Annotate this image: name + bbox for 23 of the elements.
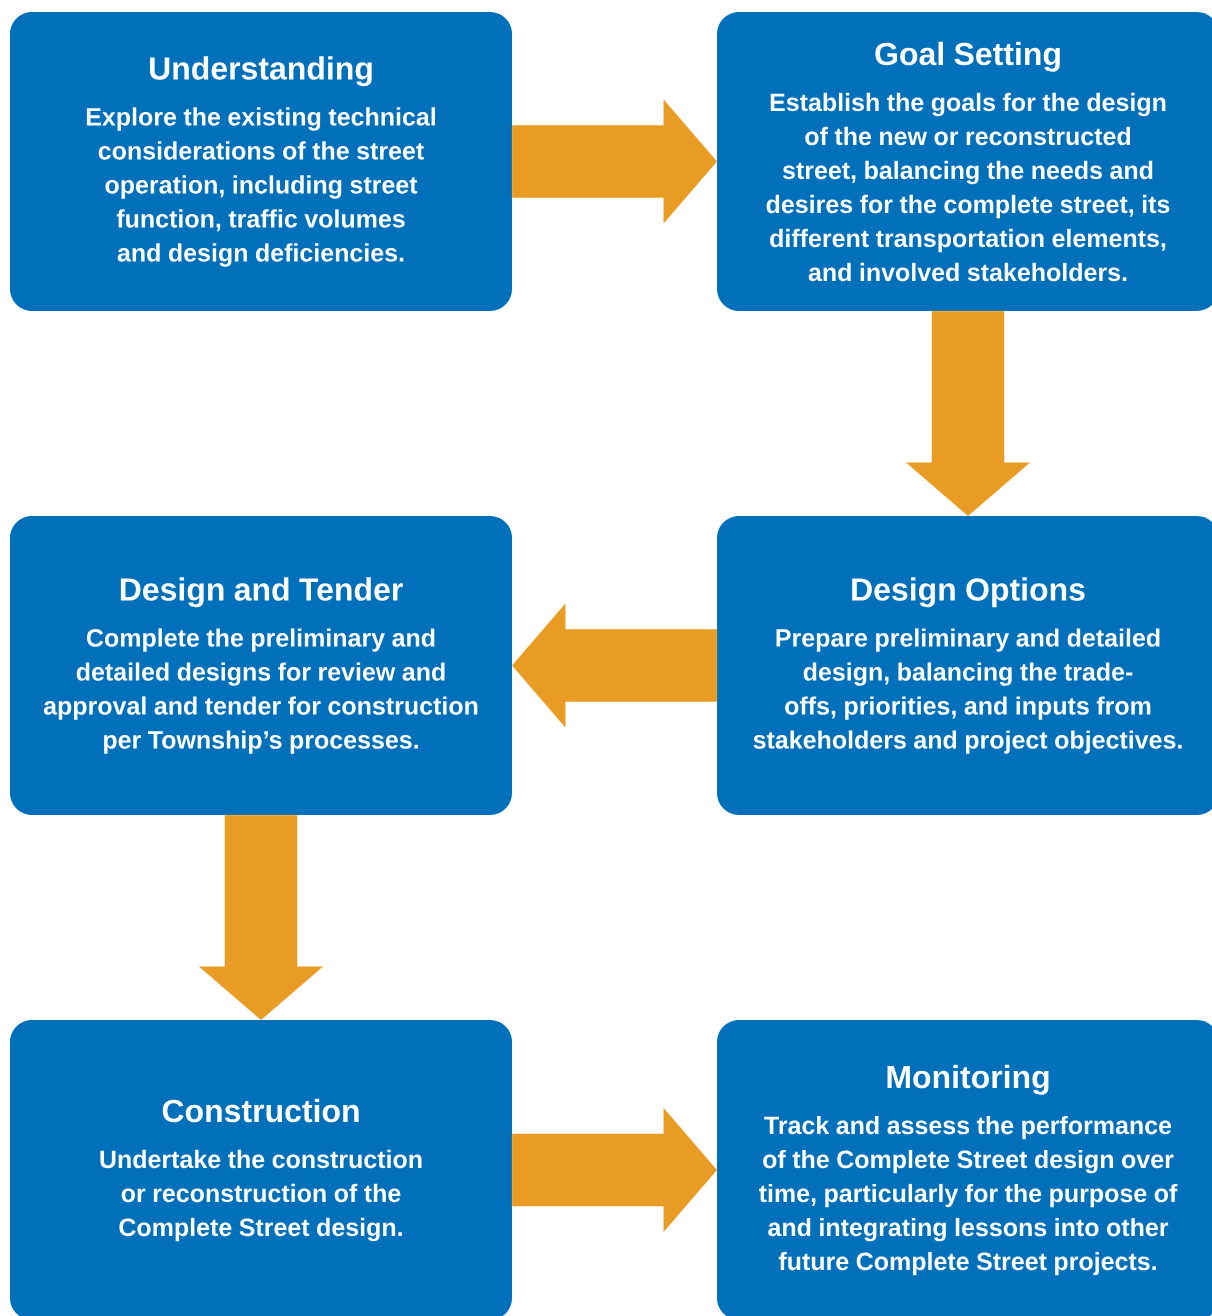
process-box	[717, 1020, 1212, 1316]
process-box	[717, 516, 1212, 815]
step-title: Construction	[162, 1098, 359, 1123]
process-box	[10, 1020, 512, 1316]
step-title: Design and Tender	[120, 577, 403, 608]
step-description: Explore the existing technical considerations of the street operation, including street function, traffic volumes and design deficiencies.	[86, 107, 435, 267]
block-arrow	[199, 814, 323, 1021]
step-title: Goal Setting	[875, 41, 1060, 72]
step-description: Complete the preliminary and detailed designs for review and approval and tender for construction per Township’s processes.	[43, 628, 478, 754]
block-arrow	[511, 1108, 718, 1232]
process-box	[10, 12, 512, 311]
process-box	[10, 516, 512, 815]
block-arrow	[511, 99, 718, 224]
step-description: Undertake the construction or reconstruction of the Complete Street design.	[100, 1149, 422, 1242]
step-description: Establish the goals for the design of the new or reconstructed street, balancing the needs and desires for the complete street, its different transportation elements, and involved stakeholders.	[766, 92, 1170, 282]
block-arrow	[906, 310, 1030, 517]
process-box	[717, 12, 1212, 311]
step-title: Design Options	[852, 577, 1085, 608]
block-arrow	[511, 603, 718, 728]
step-title: Monitoring	[887, 1064, 1049, 1095]
step-description: Prepare preliminary and detailed design, balancing the trade-offs, priorities, and inputs from stakeholders and project objectives.	[753, 628, 1182, 754]
step-description: Track and assess the performance of the Complete Street design over time, particularly for the purpose of and integrating lessons into other future Complete Street projects.	[758, 1115, 1178, 1276]
step-title: Understanding	[150, 56, 372, 87]
